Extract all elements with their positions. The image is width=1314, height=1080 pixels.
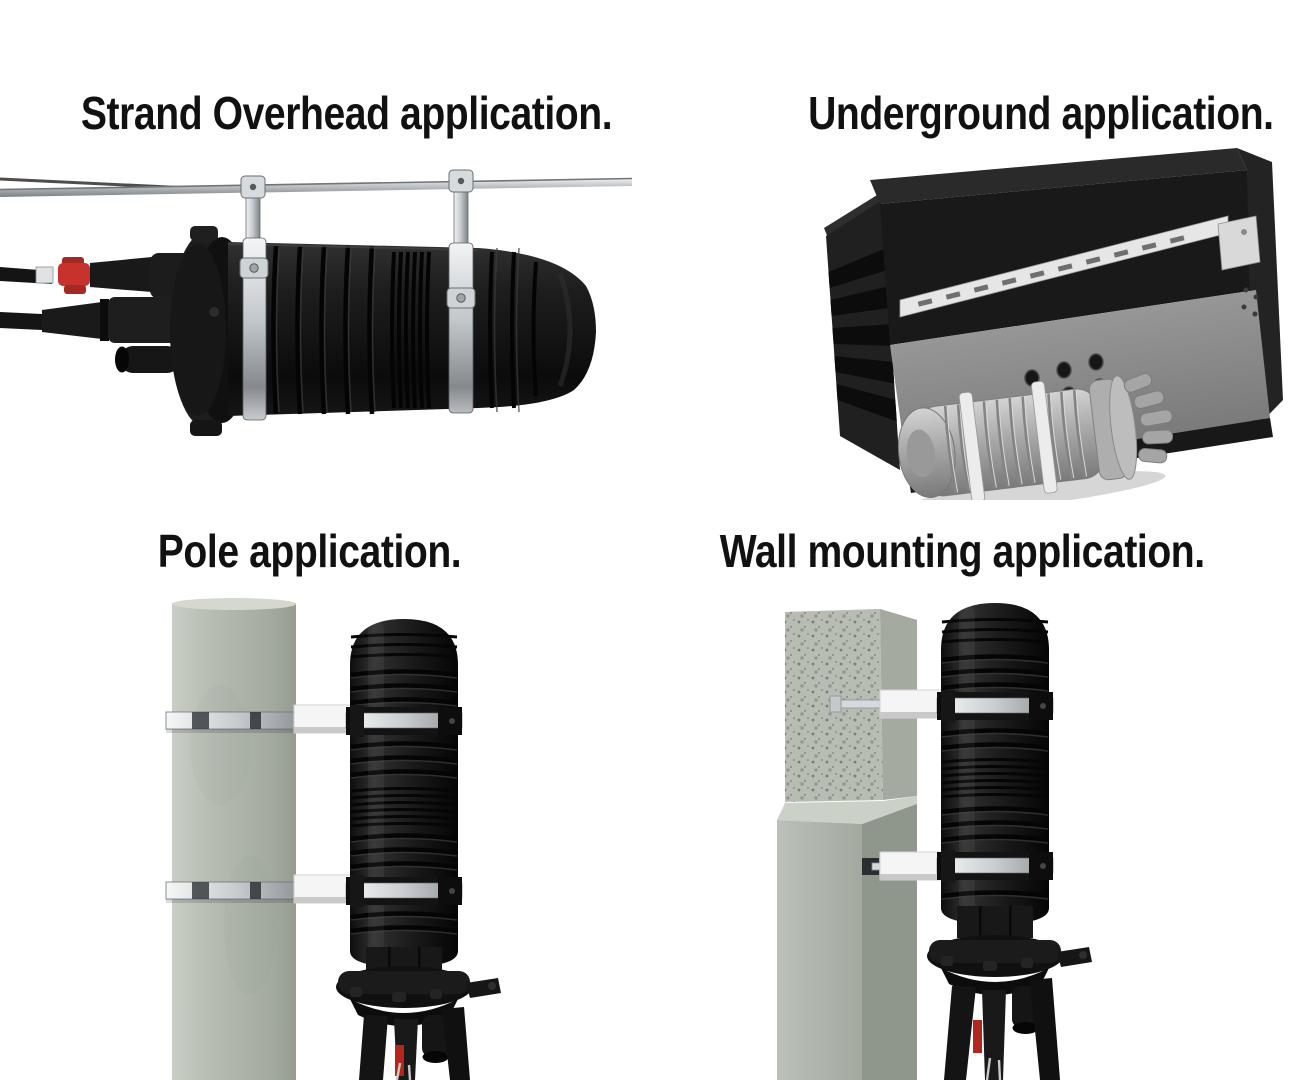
bracket-connector-upper <box>350 705 364 737</box>
pole-band-lower <box>165 881 304 903</box>
exit-cables <box>359 1007 470 1080</box>
bracket-connector-upper <box>941 690 955 722</box>
dome-closure <box>336 619 501 1080</box>
strand-overhead-illustration <box>0 140 660 500</box>
pole-illustration <box>100 595 560 1080</box>
closure-base <box>336 947 501 1026</box>
wall-svg <box>777 603 1092 1080</box>
wall-mounting-illustration <box>740 590 1200 1080</box>
bracket-connector-lower <box>941 850 955 882</box>
exit-cables <box>944 978 1060 1080</box>
underground-illustration <box>800 140 1314 500</box>
strand-wire <box>0 177 633 197</box>
caption-strand-overhead: Strand Overhead application. <box>81 87 613 139</box>
vault-louvers <box>828 248 897 422</box>
closure-strap <box>1031 380 1058 494</box>
steel-splice-closure <box>897 373 1174 500</box>
flange-clamp-lever <box>466 978 501 998</box>
closure-base <box>927 906 1092 995</box>
rail-end-bracket <box>1217 215 1261 271</box>
clamp-ring-lower <box>936 852 1054 880</box>
mounting-rail <box>899 215 1261 318</box>
concrete-wall <box>777 609 917 1080</box>
closure-body <box>227 242 596 416</box>
pole-band-upper <box>165 711 304 733</box>
red-cable-marker <box>395 1045 404 1076</box>
bracket-connector-lower <box>350 875 364 907</box>
red-cable-marker <box>973 1020 982 1053</box>
mounting-bracket-lower <box>293 874 357 904</box>
clamp-ring-upper <box>936 692 1054 720</box>
red-cable-clip <box>58 263 90 286</box>
cable-ports <box>1123 373 1174 464</box>
closure-strap <box>958 391 986 500</box>
dome-closure <box>927 603 1092 1080</box>
flange-clamp-lever <box>1057 947 1092 967</box>
underground-svg <box>824 148 1283 500</box>
pole-svg <box>165 598 501 1080</box>
concrete-pole <box>172 598 296 1080</box>
spare-port-stub <box>120 346 180 373</box>
caption-underground: Underground application. <box>808 87 1274 139</box>
suspension-clamp-bands <box>239 237 476 421</box>
caption-pole: Pole application. <box>158 525 462 577</box>
strand-overhead-svg <box>0 169 633 436</box>
caption-wall-mounting: Wall mounting application. <box>719 525 1205 577</box>
